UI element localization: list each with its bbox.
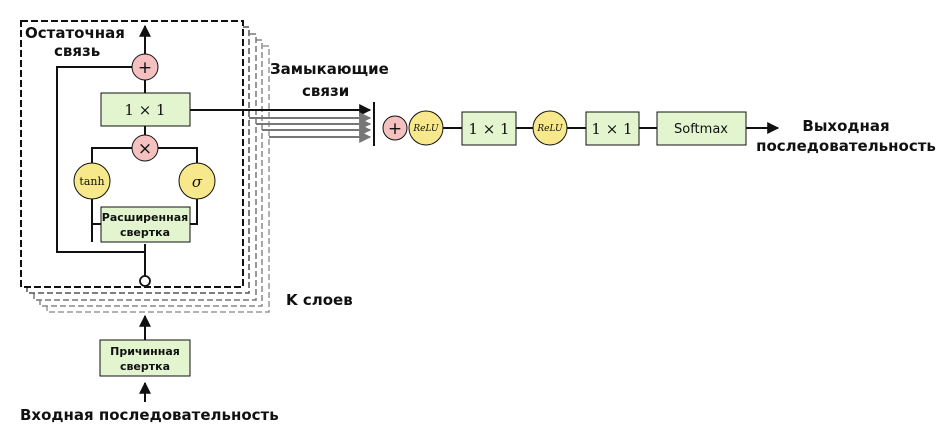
relu-label-1: ReLU <box>412 124 439 134</box>
causal-conv-block <box>99 339 191 377</box>
output-conv-b-label: 1 × 1 <box>591 120 632 138</box>
residual-block-box <box>20 20 244 288</box>
output-conv-a-label: 1 × 1 <box>468 120 509 138</box>
softmax-label: Softmax <box>674 122 728 137</box>
sigma-to-multiply <box>158 147 198 163</box>
softmax-block <box>656 111 747 146</box>
input-sequence-label: Входная последовательность <box>20 406 279 424</box>
causal-conv-line2: свертка <box>120 360 170 373</box>
skip-sum-node <box>382 115 408 141</box>
residual-label-line1: Остаточная <box>25 24 125 42</box>
causal-conv-line1: Причинная <box>110 345 180 358</box>
residual-label-line2: связь <box>54 42 100 60</box>
output-label-line2: последовательность <box>756 137 936 155</box>
split-node <box>139 275 151 287</box>
relu-label-2: ReLU <box>536 124 563 134</box>
tanh-to-multiply <box>91 147 132 163</box>
residual-path <box>56 66 145 253</box>
dilated-right-link <box>190 199 198 225</box>
dilated-conv-line1: Расширенная <box>102 211 188 224</box>
skip-sum-symbol: + <box>388 119 402 139</box>
k-layers-label: K слоев <box>286 291 353 309</box>
output-label-line1: Выходная <box>802 117 889 135</box>
skip-label-line1: Замыкающие <box>270 60 389 78</box>
residual-add-symbol: + <box>138 58 152 78</box>
conv-1x1-label: 1 × 1 <box>124 101 165 119</box>
dilated-conv-block <box>100 206 191 243</box>
output-conv-1x1-a <box>461 111 517 146</box>
sigma-label: σ <box>192 173 203 191</box>
multiply-symbol: × <box>138 139 152 159</box>
dilated-conv-line2: свертка <box>120 226 170 239</box>
skip-label-line2: связи <box>302 82 349 100</box>
tanh-label: tanh <box>79 175 104 188</box>
